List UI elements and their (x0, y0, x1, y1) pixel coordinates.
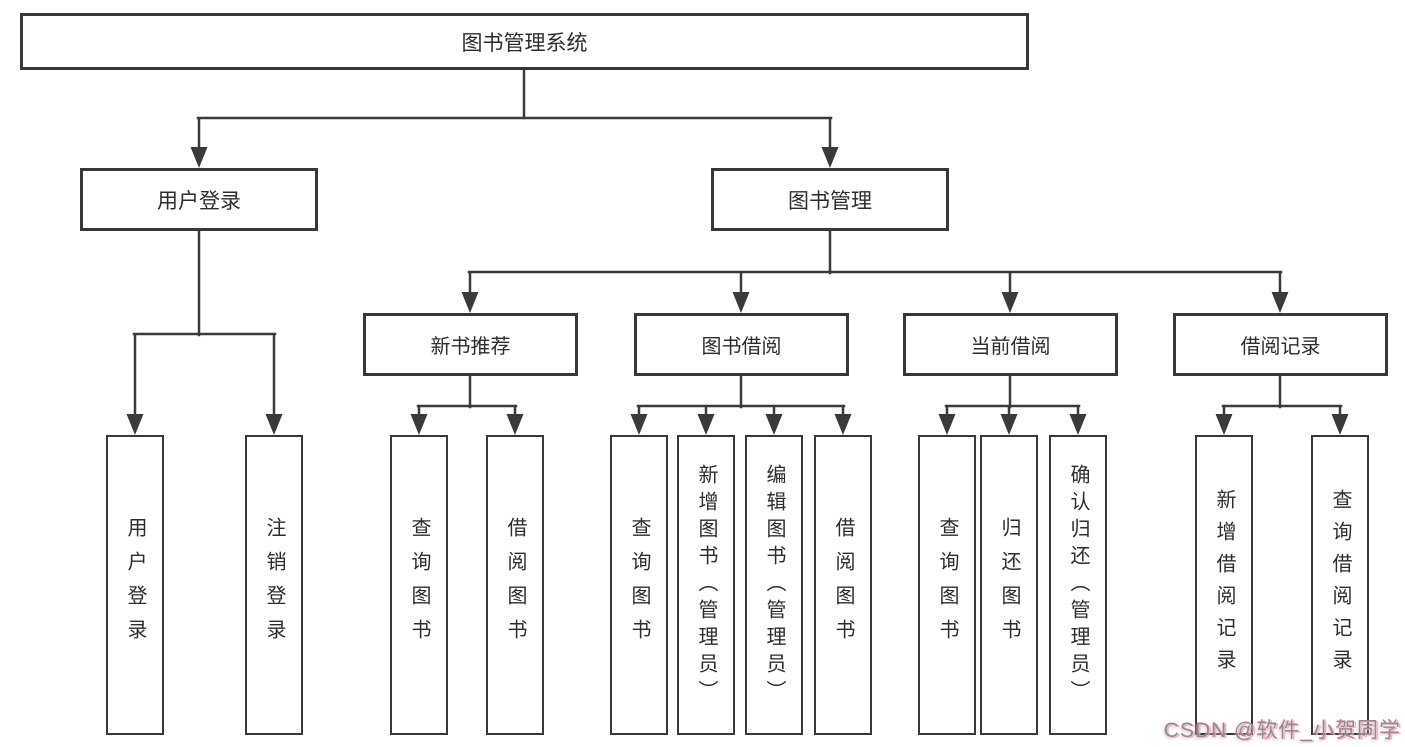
node-leaf-rec-borrow-book-label: 借阅图书 (504, 517, 526, 653)
node-leaf-bb-edit-book-admin: 编辑图书（管理员） (745, 435, 803, 735)
node-leaf-rec-borrow-book: 借阅图书 (486, 435, 544, 735)
node-new-book-recommend: 新书推荐 (363, 313, 578, 376)
node-root-label: 图书管理系统 (461, 31, 588, 55)
node-leaf-cb-return-book: 归还图书 (980, 435, 1038, 735)
node-leaf-bb-add-book-admin: 新增图书（管理员） (677, 435, 735, 735)
node-book-management-label: 图书管理 (788, 189, 872, 213)
node-leaf-cb-return-book-label: 归还图书 (998, 517, 1020, 653)
node-leaf-bb-edit-book-admin-label: 编辑图书（管理员） (763, 463, 785, 707)
node-current-borrow: 当前借阅 (903, 313, 1118, 376)
node-book-borrow: 图书借阅 (634, 313, 849, 376)
node-borrow-records-label: 借阅记录 (1240, 336, 1321, 358)
node-leaf-br-query-record: 查询借阅记录 (1311, 435, 1369, 735)
node-leaf-br-add-record-label: 新增借阅记录 (1213, 489, 1235, 681)
node-leaf-rec-query-book: 查询图书 (390, 435, 448, 735)
node-root: 图书管理系统 (20, 13, 1029, 70)
node-borrow-records: 借阅记录 (1173, 313, 1388, 376)
node-leaf-br-add-record: 新增借阅记录 (1195, 435, 1253, 735)
node-leaf-rec-query-book-label: 查询图书 (408, 517, 430, 653)
node-leaf-user-login-label: 用户登录 (124, 517, 146, 653)
node-leaf-cb-confirm-return-admin: 确认归还（管理员） (1049, 435, 1107, 735)
node-leaf-bb-query-book: 查询图书 (610, 435, 668, 735)
node-leaf-logout-label: 注销登录 (263, 517, 285, 653)
node-book-borrow-label: 图书借阅 (701, 336, 782, 358)
node-leaf-cb-query-book: 查询图书 (918, 435, 976, 735)
watermark: CSDN @软件_小贺同学 (1163, 719, 1401, 742)
node-user-login-label: 用户登录 (157, 189, 241, 213)
node-leaf-bb-borrow-book: 借阅图书 (814, 435, 872, 735)
node-user-login: 用户登录 (80, 168, 318, 231)
node-current-borrow-label: 当前借阅 (970, 336, 1051, 358)
node-leaf-bb-query-book-label: 查询图书 (628, 517, 650, 653)
node-leaf-br-query-record-label: 查询借阅记录 (1329, 489, 1351, 681)
node-leaf-user-login: 用户登录 (106, 435, 164, 735)
node-leaf-logout: 注销登录 (245, 435, 303, 735)
node-leaf-cb-confirm-return-admin-label: 确认归还（管理员） (1067, 463, 1089, 707)
node-leaf-bb-add-book-admin-label: 新增图书（管理员） (695, 463, 717, 707)
node-leaf-bb-borrow-book-label: 借阅图书 (832, 517, 854, 653)
node-book-management: 图书管理 (711, 168, 949, 231)
node-new-book-recommend-label: 新书推荐 (430, 336, 511, 358)
node-leaf-cb-query-book-label: 查询图书 (936, 517, 958, 653)
